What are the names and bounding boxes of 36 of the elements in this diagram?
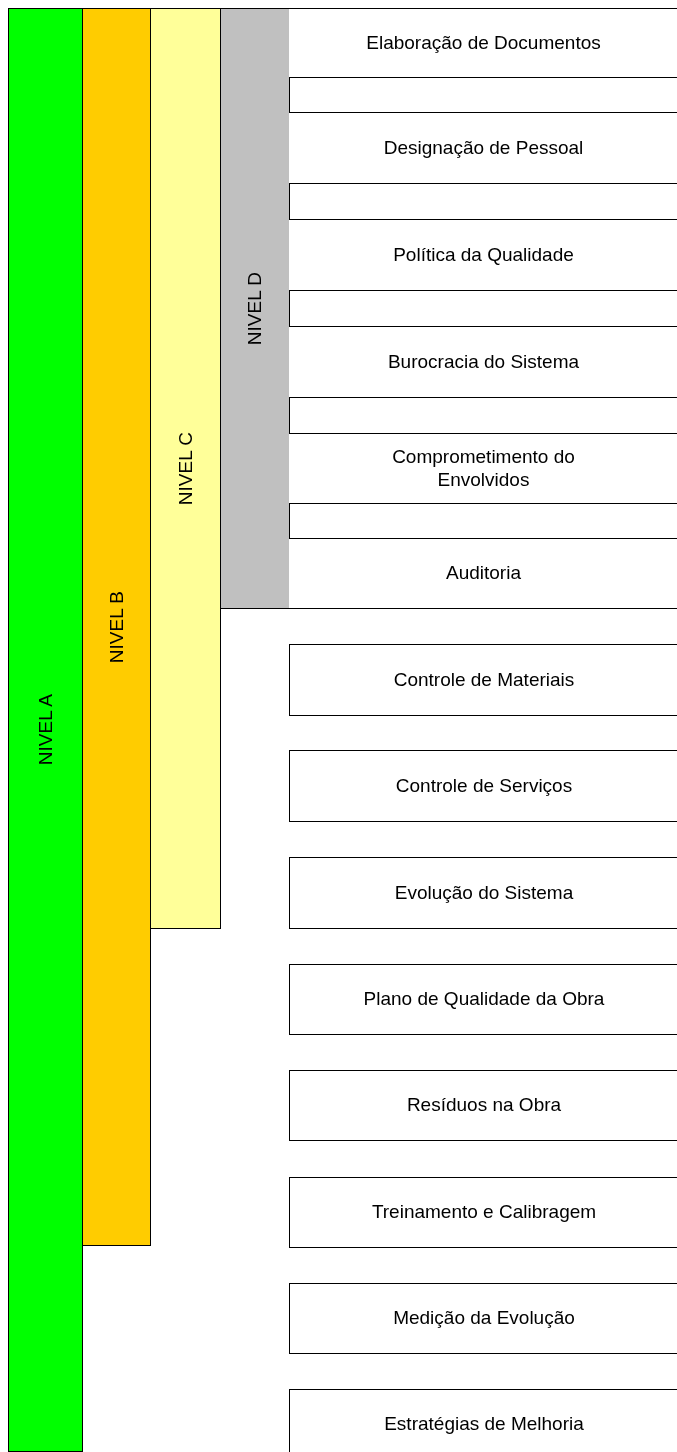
topic-label: Treinamento e Calibragem	[371, 1201, 597, 1224]
topic-box	[289, 112, 677, 184]
topic-box	[289, 964, 677, 1035]
topic-label: Medição da Evolução	[393, 1307, 575, 1330]
topic-label: Comprometimento do Envolvidos	[391, 445, 576, 492]
topic-box	[289, 1177, 677, 1248]
level-bar	[220, 8, 290, 609]
topic-box	[289, 1283, 677, 1354]
level-label: NIVEL C	[174, 431, 197, 506]
level-label: NIVEL A	[34, 694, 57, 766]
topic-label: Estratégias de Melhoria	[384, 1412, 584, 1436]
topic-box	[289, 857, 677, 929]
topic-label: Política da Qualidade	[393, 243, 574, 267]
topic-box	[289, 750, 677, 822]
topic-label: Plano de Qualidade da Obra	[363, 988, 605, 1011]
topic-label: Controle de Materiais	[393, 668, 575, 692]
topic-label: Designação de Pessoal	[383, 136, 584, 160]
topic-label: Resíduos na Obra	[406, 1094, 562, 1117]
level-label: NIVEL B	[105, 590, 128, 664]
topic-box	[289, 433, 677, 504]
level-bar	[82, 8, 151, 1246]
level-bar	[150, 8, 221, 929]
topic-label: Controle de Serviços	[395, 774, 573, 798]
topic-box	[289, 1070, 677, 1141]
topic-label: Elaboração de Documentos	[366, 31, 601, 55]
level-label: NIVEL D	[244, 271, 266, 346]
topic-box	[289, 644, 677, 716]
topic-label: Burocracia do Sistema	[387, 350, 580, 374]
level-bar	[8, 8, 83, 1452]
topic-box	[289, 8, 677, 78]
topic-box	[289, 219, 677, 291]
topic-label: Evolução do Sistema	[394, 881, 574, 905]
topic-label: Auditoria	[446, 562, 521, 585]
topic-box	[289, 538, 677, 609]
topic-box	[289, 326, 677, 398]
topic-box	[289, 1389, 677, 1452]
